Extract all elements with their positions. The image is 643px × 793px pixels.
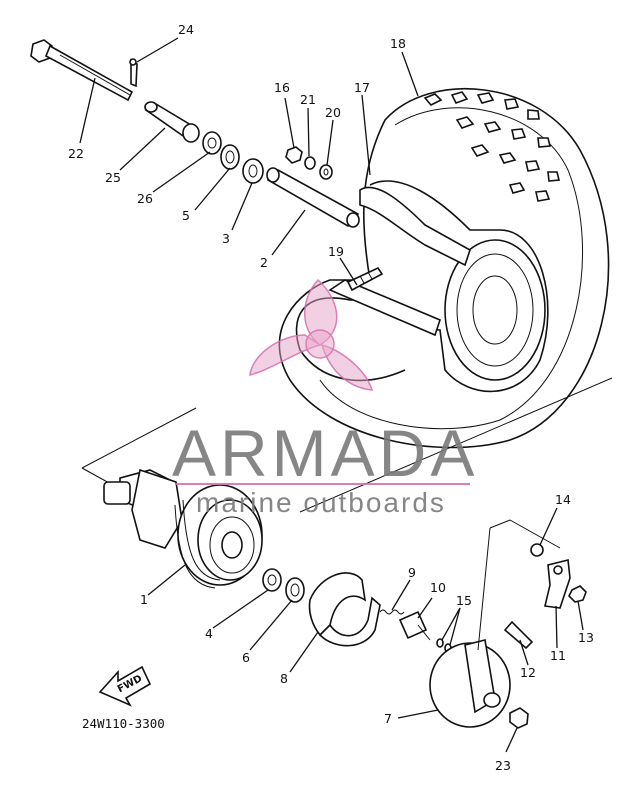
axle-bolt — [30, 39, 134, 102]
label-3: 3 — [222, 231, 230, 246]
washer-14 — [530, 543, 544, 557]
nut-23 — [509, 707, 529, 729]
cam-10 — [398, 610, 431, 641]
brake-lever — [544, 559, 571, 609]
collar-2 — [266, 167, 360, 228]
label-16: 16 — [274, 80, 290, 95]
label-20: 20 — [325, 105, 341, 120]
part-labels: 24 22 25 26 5 3 2 16 21 20 17 18 19 1 4 … — [68, 22, 594, 773]
label-17: 17 — [354, 80, 370, 95]
tire-tread — [423, 91, 561, 202]
watermark-brand: ARMADA — [172, 416, 478, 490]
label-13: 13 — [578, 630, 594, 645]
label-7: 7 — [384, 711, 392, 726]
bearing-4 — [262, 568, 282, 592]
label-6: 6 — [242, 650, 250, 665]
label-26: 26 — [137, 191, 153, 206]
label-15: 15 — [456, 593, 472, 608]
diagram-code: 24W110-3300 — [82, 716, 165, 731]
label-21: 21 — [300, 92, 316, 107]
washer-21 — [304, 156, 316, 170]
label-23: 23 — [495, 758, 511, 773]
washer-20 — [319, 164, 333, 180]
label-22: 22 — [68, 146, 84, 161]
label-4: 4 — [205, 626, 213, 641]
label-24: 24 — [178, 22, 194, 37]
propeller-logo — [249, 278, 374, 391]
label-2: 2 — [260, 255, 268, 270]
label-19: 19 — [328, 244, 344, 259]
label-1: 1 — [140, 592, 148, 607]
watermark: ARMADA marine outboards — [172, 278, 478, 518]
cotter-pin — [129, 58, 138, 88]
leader-lines — [79, 37, 584, 753]
bearing-3 — [242, 158, 264, 184]
brake-shoe — [308, 572, 381, 647]
nut-13 — [568, 585, 587, 603]
hub-assembly — [103, 468, 263, 589]
oil-seal-6 — [285, 577, 305, 603]
label-5: 5 — [182, 208, 190, 223]
brake-panel — [429, 639, 511, 728]
rim — [295, 180, 549, 393]
bearing-5 — [220, 144, 240, 170]
label-8: 8 — [280, 671, 288, 686]
label-9: 9 — [408, 565, 416, 580]
label-12: 12 — [520, 665, 536, 680]
label-18: 18 — [390, 36, 406, 51]
nut-16 — [285, 146, 303, 164]
label-25: 25 — [105, 170, 121, 185]
label-11: 11 — [550, 648, 566, 663]
axle-spacer — [144, 101, 200, 143]
spring-9 — [379, 609, 405, 615]
watermark-tagline: marine outboards — [196, 487, 446, 518]
label-14: 14 — [555, 492, 571, 507]
fwd-arrow: FWD — [98, 665, 152, 707]
bolt-12 — [503, 620, 534, 650]
label-10: 10 — [430, 580, 446, 595]
oil-seal — [202, 131, 222, 155]
